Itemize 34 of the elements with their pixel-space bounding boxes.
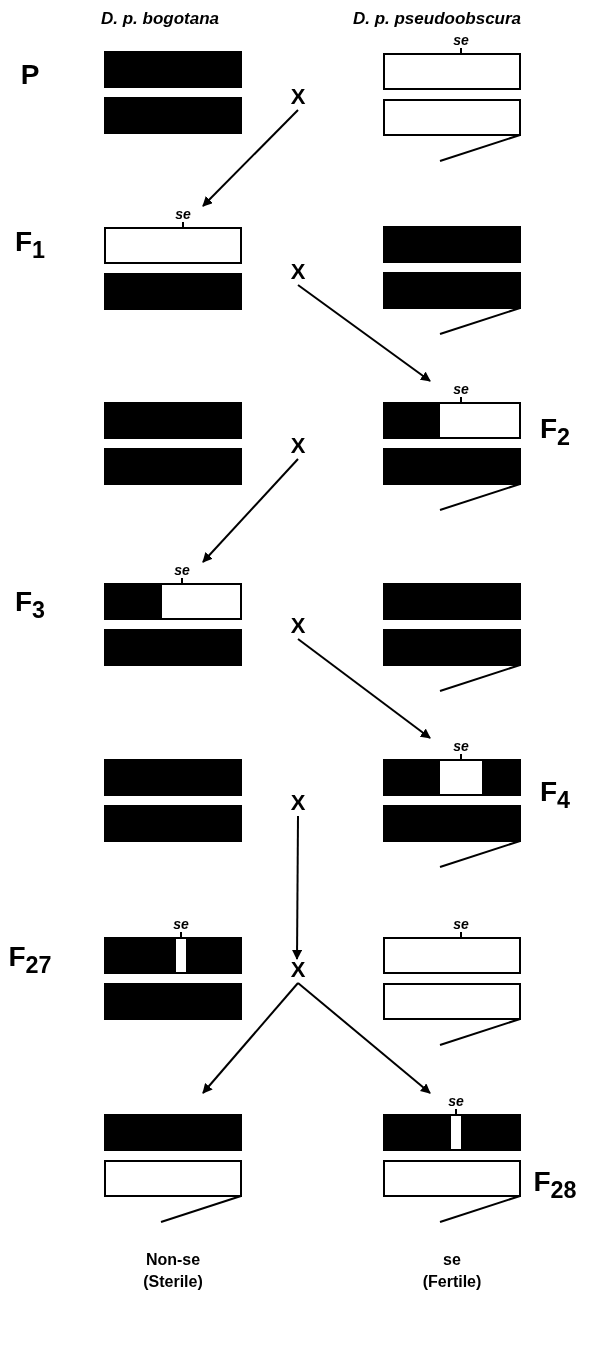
locus-label: se <box>453 382 469 396</box>
cross-symbol: X <box>290 959 306 981</box>
generation-label: F$_{1}$ <box>14 228 46 262</box>
arrow <box>297 284 431 382</box>
generation-label: F$_{3}$ <box>14 588 46 622</box>
arrow <box>202 982 299 1094</box>
arrow <box>202 458 299 563</box>
species-heading: D. p. bogotana <box>101 9 219 27</box>
cross-symbol: X <box>290 435 306 457</box>
generation-label: F$_{2}$ <box>539 415 571 449</box>
phenotype-label: Non-se <box>145 1252 201 1268</box>
cross-symbol: X <box>290 792 306 814</box>
generation-label: F$_{4}$ <box>539 778 571 812</box>
arrow <box>297 982 431 1094</box>
locus-label: se <box>453 917 469 931</box>
cross-symbol: X <box>290 86 306 108</box>
arrow <box>292 815 303 960</box>
arrow <box>297 638 431 739</box>
locus-label: se <box>174 563 190 577</box>
locus-label: se <box>175 207 191 221</box>
fertility-label: (Sterile) <box>143 1274 203 1290</box>
locus-label: se <box>173 917 189 931</box>
locus-label: se <box>448 1094 464 1108</box>
generation-label: F$_{28}$ <box>533 1168 577 1202</box>
fertility-label: (Fertile) <box>422 1274 482 1290</box>
generation-label: P <box>20 61 40 89</box>
locus-label: se <box>453 739 469 753</box>
arrow <box>202 109 299 207</box>
phenotype-label: se <box>443 1252 461 1268</box>
generation-label: F$_{27}$ <box>8 943 52 977</box>
cross-symbol: X <box>290 261 306 283</box>
locus-label: se <box>453 33 469 47</box>
cross-symbol: X <box>290 615 306 637</box>
species-heading: D. p. pseudoobscura <box>352 9 522 27</box>
